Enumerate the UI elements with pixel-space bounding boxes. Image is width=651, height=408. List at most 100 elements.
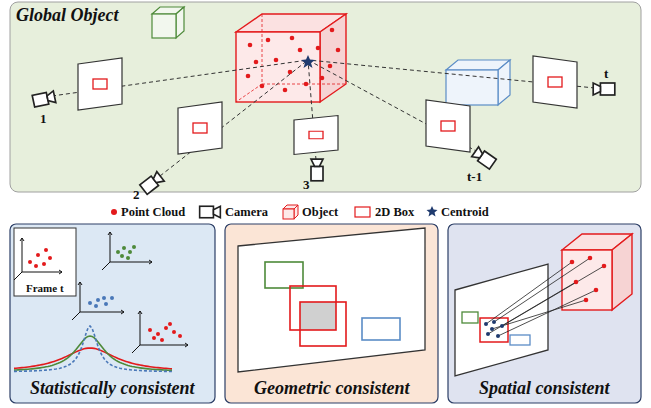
- legend-entry: Centroid: [441, 206, 489, 219]
- drawing-part: [455, 264, 548, 376]
- drawing-part: [486, 332, 490, 336]
- camera-index: t-1: [467, 170, 482, 183]
- drawing-part: [14, 348, 172, 369]
- drawing-part: [260, 84, 265, 89]
- drawing-part: [355, 207, 370, 217]
- drawing-part: [78, 58, 122, 110]
- drawing-part: [178, 102, 222, 154]
- drawing-part: [427, 206, 438, 217]
- drawing-part: [120, 254, 124, 258]
- drawing-part: [311, 159, 323, 181]
- drawing-part: [484, 322, 488, 326]
- drawing-part: [152, 14, 176, 38]
- drawing-part: [574, 280, 579, 285]
- drawing-part: [492, 320, 496, 324]
- drawing-part: [236, 32, 320, 102]
- drawing-part: [108, 232, 152, 264]
- drawing-part: [132, 245, 136, 249]
- drawing-part: [160, 338, 164, 342]
- frame-inset: Frame t: [14, 228, 76, 296]
- drawing-part: [562, 250, 612, 310]
- drawing-part: [14, 336, 172, 370]
- drawing-part: [486, 262, 572, 324]
- panel-heading: Global Object: [16, 6, 118, 26]
- drawing-part: [128, 250, 132, 254]
- drawing-part: [304, 82, 309, 87]
- drawing-part: [492, 300, 586, 329]
- drawing-part: [612, 234, 632, 310]
- drawing-part: [330, 28, 335, 33]
- camera-index: 2: [133, 188, 140, 201]
- drawing-part: [110, 296, 114, 300]
- drawing-part: [570, 260, 575, 265]
- drawing-part: [104, 302, 108, 306]
- drawing-part: [484, 256, 606, 338]
- inset-label: Frame t: [26, 282, 64, 294]
- drawing-part: [96, 298, 100, 302]
- drawing-part: [164, 326, 168, 330]
- drawing-part: [246, 74, 251, 79]
- camera-index: 1: [40, 112, 47, 125]
- drawing-part: [72, 282, 124, 320]
- drawing-part: [36, 253, 40, 257]
- drawing-part: [336, 48, 341, 53]
- drawing-part: [498, 290, 596, 336]
- drawing-part: [168, 322, 172, 326]
- drawing-part: [274, 58, 279, 63]
- drawing-part: [248, 43, 253, 48]
- drawing-part: [122, 246, 126, 250]
- drawing-part: [254, 60, 259, 65]
- drawing-part: [498, 60, 510, 105]
- drawing-part: [588, 256, 593, 261]
- drawing-part: [496, 334, 500, 338]
- legend-entry: 2D Box: [375, 206, 414, 219]
- drawing-part: [594, 288, 599, 293]
- drawing-part: [132, 311, 188, 353]
- drawing-part: [236, 14, 346, 102]
- drawing-part: [584, 298, 589, 303]
- drawing-part: [48, 256, 52, 260]
- consistency-panel: Statistically consistent Frame t: [10, 224, 215, 403]
- drawing-part: [283, 205, 298, 219]
- drawing-part: [10, 224, 215, 403]
- drawing-part: [14, 232, 188, 353]
- drawing-part: [320, 14, 346, 102]
- drawing-part: [14, 326, 172, 371]
- legend-entry: Object: [302, 206, 338, 219]
- legend-entry: Point Cloud: [121, 206, 185, 219]
- drawing-part: [472, 147, 497, 169]
- drawing-part: [32, 91, 56, 107]
- drawing-part: [34, 264, 38, 268]
- drawing-part: [152, 336, 156, 340]
- global-panel: Global Object: [10, 2, 641, 192]
- drawing-part: [172, 330, 176, 334]
- drawing-part: [28, 260, 32, 264]
- drawing-part: [290, 36, 295, 41]
- drawing-part: [176, 7, 184, 38]
- drawing-part: [300, 302, 336, 330]
- drawing-part: [288, 70, 293, 75]
- drawing-part: [236, 14, 346, 102]
- drawing-part: [298, 48, 303, 53]
- drawing-part: [20, 238, 62, 274]
- drawing-part: [88, 301, 92, 305]
- camera-index: 3: [303, 178, 310, 191]
- panel-caption: Statistically consistent: [30, 379, 195, 399]
- drawing-part: [200, 206, 221, 218]
- drawing-part: [446, 60, 510, 105]
- drawing-part: [490, 327, 494, 331]
- panel-caption: Geometric consistent: [254, 379, 410, 399]
- drawing-part: [14, 238, 62, 280]
- drawing-part: [533, 56, 577, 108]
- drawing-part: [283, 209, 294, 219]
- drawing-part: [102, 296, 106, 300]
- drawing-part: [42, 262, 46, 266]
- drawing-part: [94, 304, 98, 308]
- drawing-part: [200, 206, 221, 218]
- drawing-part: [294, 205, 298, 219]
- drawing-part: [225, 224, 438, 403]
- drawing-part: [290, 286, 336, 330]
- drawing-part: [78, 282, 124, 314]
- legend-entry: Camera: [225, 206, 268, 219]
